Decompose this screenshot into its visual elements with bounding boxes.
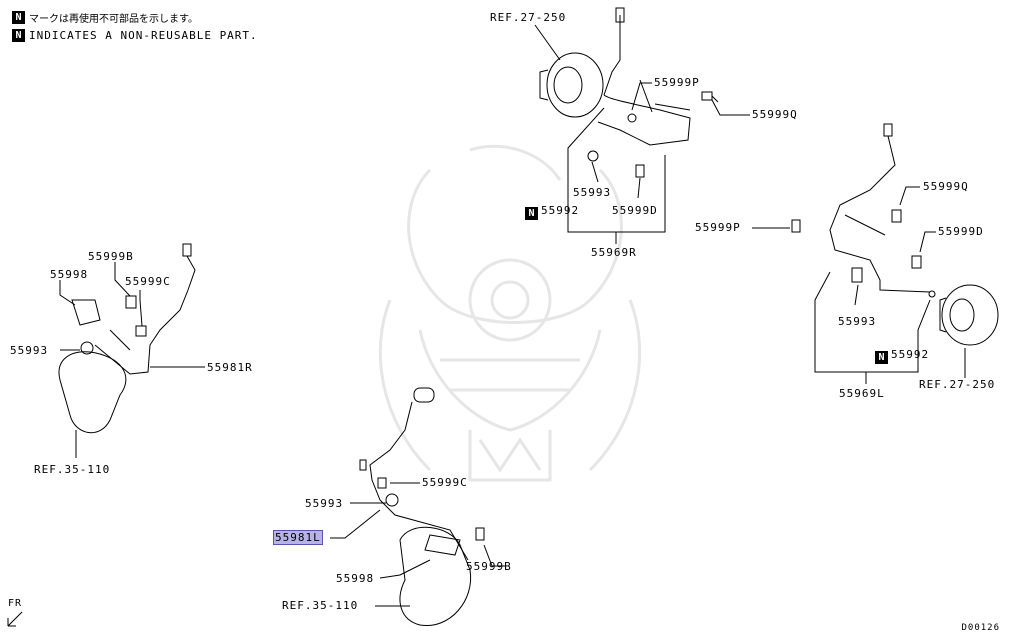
- left-leader-lines: [59, 262, 205, 458]
- left-knuckle-assembly: [58, 243, 196, 434]
- part-55999d-right[interactable]: 55999D: [938, 225, 984, 238]
- part-55981r[interactable]: 55981R: [207, 361, 253, 374]
- part-55999b-left[interactable]: 55999B: [88, 250, 134, 263]
- non-reusable-mark: N: [875, 351, 888, 364]
- part-55999c-bottom[interactable]: 55999C: [422, 476, 468, 489]
- front-direction-label: FR: [8, 598, 23, 609]
- part-55993-left[interactable]: 55993: [10, 344, 49, 357]
- part-55993-bottom[interactable]: 55993: [305, 497, 344, 510]
- part-55999p-right[interactable]: 55999P: [695, 221, 741, 234]
- non-reusable-mark: N: [525, 207, 538, 220]
- top-leader-lines: [534, 24, 750, 244]
- part-55992-top-label: 55992: [541, 204, 580, 217]
- part-55999q-top[interactable]: 55999Q: [752, 108, 798, 121]
- non-reusable-mark: N: [12, 29, 25, 42]
- part-55998-bottom[interactable]: 55998: [336, 572, 375, 585]
- diagram-code: D00126: [961, 623, 1000, 633]
- note-en-text: INDICATES A NON-REUSABLE PART.: [29, 29, 258, 42]
- part-55999b-bottom[interactable]: 55999B: [466, 560, 512, 573]
- non-reusable-note-jp: N マークは再使用不可部品を示します。: [12, 10, 198, 25]
- ref-27-250-right-link[interactable]: REF.27-250: [919, 378, 996, 391]
- non-reusable-note-en: N INDICATES A NON-REUSABLE PART.: [12, 29, 258, 42]
- non-reusable-mark: N: [12, 11, 25, 24]
- bottom-knuckle-assembly: [359, 387, 485, 626]
- ref-35-110-bottom-link[interactable]: REF.35-110: [282, 599, 359, 612]
- part-55969l[interactable]: 55969L: [839, 387, 885, 400]
- part-55999p-top[interactable]: 55999P: [654, 76, 700, 89]
- part-55992-right-label: 55992: [891, 348, 930, 361]
- part-55999c-left[interactable]: 55999C: [125, 275, 171, 288]
- part-55999q-right[interactable]: 55999Q: [923, 180, 969, 193]
- bottom-leader-lines: [330, 482, 505, 607]
- part-55999d-top[interactable]: 55999D: [612, 204, 658, 217]
- part-55981l-highlighted[interactable]: 55981L: [273, 530, 323, 545]
- watermark-logo: [378, 144, 642, 482]
- fr-arrow-icon: [7, 611, 23, 627]
- ref-27-250-top-link[interactable]: REF.27-250: [490, 11, 567, 24]
- part-55998-left[interactable]: 55998: [50, 268, 89, 281]
- top-hub-assembly: [539, 7, 719, 178]
- right-hub-assembly: [791, 123, 999, 346]
- right-leader-lines: [752, 186, 966, 384]
- part-55993-top[interactable]: 55993: [573, 186, 612, 199]
- part-55993-right[interactable]: 55993: [838, 315, 877, 328]
- part-55969r[interactable]: 55969R: [591, 246, 637, 259]
- note-jp-text: マークは再使用不可部品を示します。: [29, 14, 198, 25]
- ref-35-110-left-link[interactable]: REF.35-110: [34, 463, 111, 476]
